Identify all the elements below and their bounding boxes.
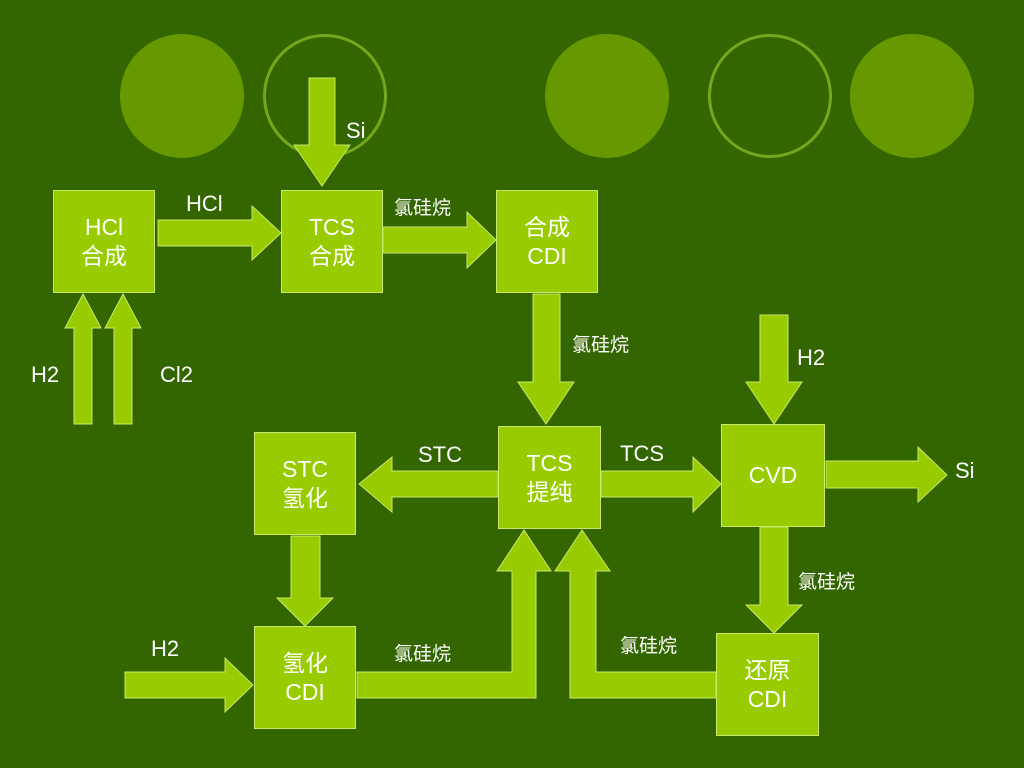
label-chlorosilane-5: 氯硅烷 — [620, 636, 678, 657]
arrow-stc-to-hydrogenation-cdi — [275, 535, 335, 627]
arrow-cvd-to-reduction-cdi — [744, 526, 804, 634]
box-stc-hydrogenation-line2: 氢化 — [282, 484, 328, 511]
label-chlorosilane-1: 氯硅烷 — [394, 198, 452, 219]
label-chlorosilane-2: 氯硅烷 — [572, 335, 630, 356]
box-synthesis-cdi-line2: CDI — [527, 242, 567, 269]
label-stc: STC — [418, 442, 462, 467]
label-cl2: Cl2 — [160, 362, 194, 387]
arrow-h2-to-cvd — [745, 314, 803, 425]
box-tcs-synthesis-line1: TCS — [309, 213, 355, 240]
box-synthesis-cdi-line1: 合成 — [524, 213, 570, 240]
label-si-out: Si — [955, 458, 975, 483]
box-hcl-synthesis-line2: 合成 — [81, 242, 127, 269]
arrow-si-to-tcs-synthesis — [293, 77, 351, 187]
arrow-cl2-to-hcl-synthesis — [104, 292, 142, 425]
decor-circle-1 — [120, 34, 244, 158]
label-si-in: Si — [346, 118, 366, 143]
box-hcl-synthesis: HCl 合成 — [53, 190, 155, 293]
box-cvd-line1: CVD — [748, 462, 798, 488]
arrow-tcs-synthesis-to-cdi — [382, 210, 497, 270]
decor-circle-3 — [545, 34, 669, 158]
label-tcs: TCS — [620, 441, 664, 466]
arrow-reduction-cdi-to-purification — [554, 529, 717, 699]
label-h2-left: H2 — [31, 362, 60, 387]
box-tcs-synthesis-line2: 合成 — [309, 242, 355, 269]
decor-circle-5 — [850, 34, 974, 158]
label-chlorosilane-4: 氯硅烷 — [394, 644, 452, 665]
box-stc-hydrogenation-line1: STC — [282, 455, 328, 482]
box-reduction-cdi: 还原 CDI — [716, 633, 819, 736]
box-tcs-purification-line2: 提纯 — [526, 478, 573, 505]
box-tcs-purification: TCS 提纯 — [498, 426, 601, 529]
label-h2-cvd: H2 — [797, 345, 826, 370]
arrow-cdi-to-tcs-purification — [517, 293, 575, 425]
box-hydrogenation-cdi: 氢化 CDI — [254, 626, 356, 729]
label-chlorosilane-3: 氯硅烷 — [798, 572, 856, 593]
arrow-purification-to-stc — [358, 455, 499, 514]
arrow-h2-to-hcl-synthesis — [64, 292, 102, 425]
box-reduction-cdi-line2: CDI — [747, 685, 788, 712]
label-h2-bottom: H2 — [151, 636, 180, 661]
box-cvd: CVD — [721, 424, 825, 527]
box-synthesis-cdi: 合成 CDI — [496, 190, 598, 293]
box-tcs-purification-line1: TCS — [526, 449, 573, 476]
box-hydrogenation-cdi-line2: CDI — [285, 678, 325, 705]
label-hcl: HCl — [186, 191, 223, 216]
arrow-hydrogenation-cdi-to-purification — [356, 529, 552, 699]
decor-circle-4 — [708, 34, 832, 158]
arrow-purification-to-cvd — [600, 455, 722, 514]
box-reduction-cdi-line1: 还原 — [744, 656, 791, 683]
box-hcl-synthesis-line1: HCl — [84, 213, 124, 240]
box-stc-hydrogenation: STC 氢化 — [254, 432, 356, 535]
arrow-h2-to-hydrogenation-cdi — [124, 656, 254, 714]
arrow-cvd-to-si — [825, 445, 948, 504]
box-tcs-synthesis: TCS 合成 — [281, 190, 383, 293]
box-hydrogenation-cdi-line1: 氢化 — [282, 649, 328, 676]
arrow-hcl-to-tcs-synthesis — [157, 204, 282, 262]
